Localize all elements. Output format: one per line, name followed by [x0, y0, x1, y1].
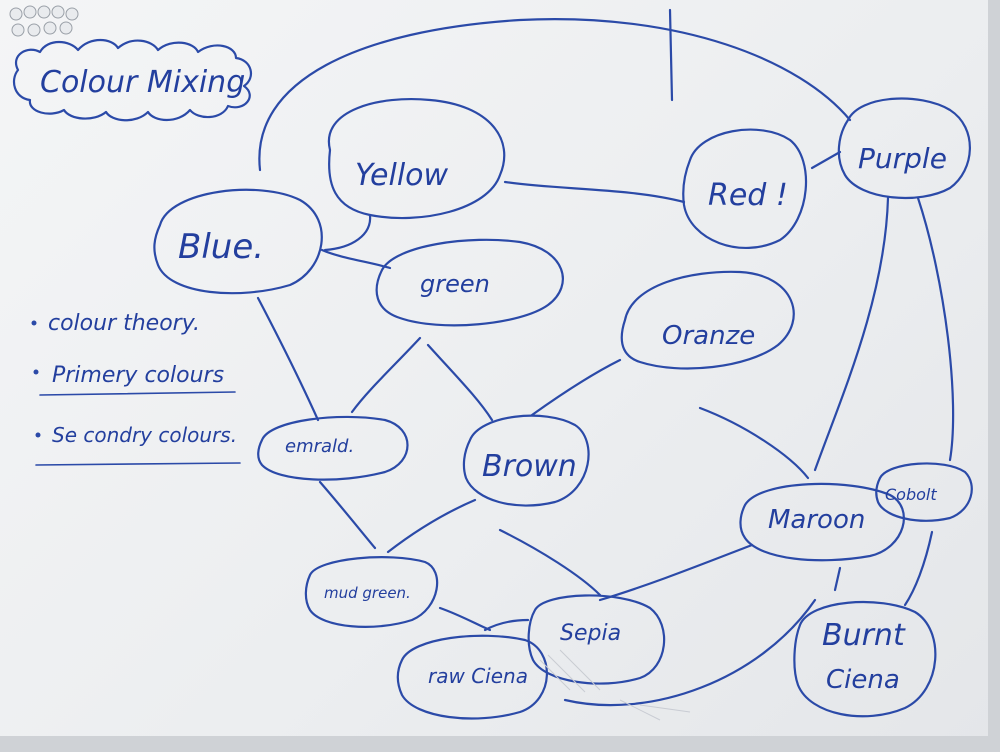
line-cobalt-burnt	[903, 530, 934, 607]
line-brown-sepia	[498, 528, 602, 597]
line-brown-mud	[386, 498, 477, 554]
raw-sienna-bubble	[396, 634, 548, 720]
raw-sienna-label: raw Ciena	[428, 664, 528, 688]
title-text: Colour Mixing	[40, 65, 245, 100]
cobalt-label: Cobolt	[885, 485, 937, 504]
burnt-sienna-label-2: Ciena	[826, 665, 900, 695]
cobalt-bubble	[875, 462, 973, 522]
magnets	[9, 5, 79, 37]
blue-label: Blue.	[178, 227, 264, 267]
green-label: green	[420, 270, 490, 298]
line-purple-maroon	[813, 196, 890, 472]
note-underline-2	[35, 462, 241, 466]
orange-label: Oranze	[662, 321, 755, 351]
blue-bubble	[153, 188, 323, 295]
note-colour-theory: colour theory.	[48, 311, 200, 336]
title-cloud	[12, 38, 253, 122]
orange-bubble	[620, 270, 795, 370]
note-underline-1	[39, 391, 236, 396]
board-bottom-frame	[0, 736, 1000, 752]
line-orange-brown	[530, 358, 622, 417]
line-green-emerald	[350, 336, 422, 414]
mud-green-label: mud green.	[324, 584, 411, 602]
note-primary-colours: Primery colours	[52, 363, 224, 388]
yellow-label: Yellow	[355, 158, 449, 193]
sepia-label: Sepia	[560, 621, 621, 646]
line-red-purple	[810, 150, 842, 170]
line-green-brown	[426, 343, 494, 422]
maroon-bubble	[739, 482, 905, 562]
connections	[256, 150, 955, 707]
line-sepia-burnt	[563, 598, 817, 707]
divider-line	[668, 8, 674, 102]
brown-bubble	[462, 414, 590, 507]
line-blue-emerald	[256, 296, 320, 422]
line-emerald-mud	[318, 480, 377, 550]
line-orange-maroon	[698, 406, 810, 480]
line-maroon-sepia	[598, 543, 754, 602]
line-blue-green	[320, 248, 392, 270]
purple-label: Purple	[858, 142, 947, 175]
note-bullet-2	[33, 369, 39, 375]
yellow-bubble	[327, 98, 506, 220]
line-purple-cobalt	[916, 196, 955, 462]
burnt-sienna-bubble	[793, 600, 937, 718]
green-bubble	[375, 238, 564, 327]
burnt-sienna-label-1: Burnt	[822, 618, 906, 653]
maroon-label: Maroon	[768, 505, 865, 535]
emerald-bubble	[257, 415, 409, 481]
eraser-smudges	[539, 649, 691, 721]
emerald-label: emrald.	[285, 436, 354, 457]
note-bullet-3	[35, 432, 41, 438]
line-yellow-green	[323, 213, 372, 252]
red-label: Red !	[708, 178, 788, 213]
arc-blue-purple	[258, 18, 852, 172]
mud-green-bubble	[304, 556, 439, 628]
purple-bubble	[837, 97, 971, 200]
line-mud-raw	[438, 606, 492, 632]
note-secondary-colours: Se condry colours.	[52, 423, 237, 447]
board-right-frame	[988, 0, 1000, 752]
note-bullet-1	[31, 320, 37, 326]
line-yellow-red	[503, 180, 686, 204]
line-maroon-burnt	[833, 566, 842, 592]
sepia-bubble	[527, 594, 666, 685]
brown-label: Brown	[482, 449, 577, 484]
line-raw-sepia	[483, 618, 530, 632]
red-bubble	[682, 128, 808, 249]
